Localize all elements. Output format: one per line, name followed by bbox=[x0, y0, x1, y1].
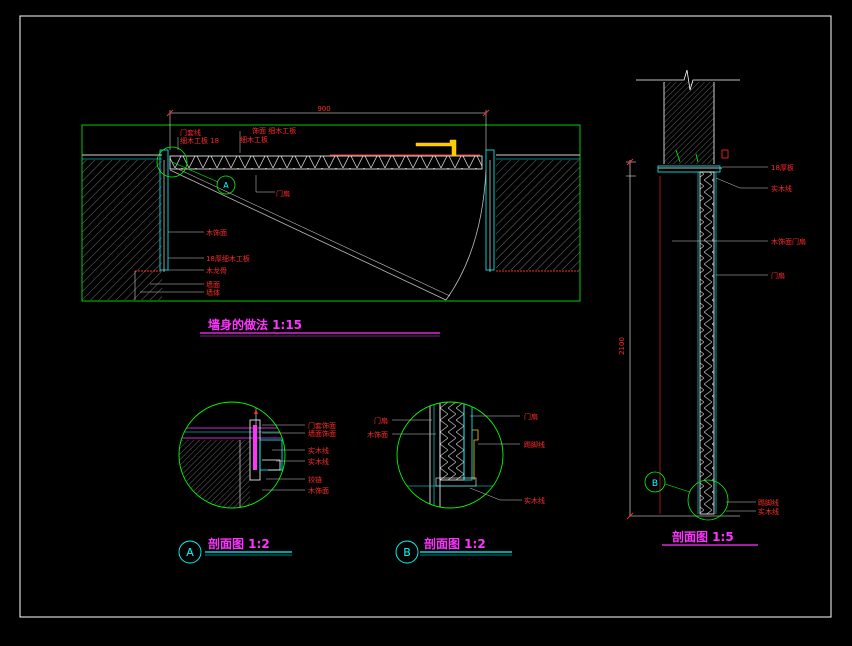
section-label-6: 实木线 bbox=[758, 507, 779, 516]
section-title: 剖面图 1:5 bbox=[672, 529, 734, 544]
plan-label-top2: 细木工板 bbox=[240, 135, 268, 144]
detail-a: 门套饰面 墙面饰面 实木线 实木线 铰链 木饰面 A 剖面图 1:2 bbox=[178, 401, 336, 564]
plan-title: 墙身的做法 1:15 bbox=[208, 317, 302, 332]
detail-a-circle bbox=[178, 401, 286, 509]
break-line-icon bbox=[636, 69, 740, 91]
detail-a-label-4: 实木线 bbox=[308, 457, 329, 466]
detail-b-label-5: 实木线 bbox=[524, 496, 545, 505]
section-callout-circle-b bbox=[687, 479, 729, 521]
detail-b-circle bbox=[396, 401, 504, 509]
vertical-section: 2100 B 18厚板 实木线 木饰面门扇 门扇 踢脚线 实木线 剖面图 1:5 bbox=[618, 69, 806, 546]
plan-callout-circle-a bbox=[156, 146, 188, 178]
door-leaf-open bbox=[169, 169, 447, 301]
detail-a-label-2: 墙面饰面 bbox=[308, 429, 336, 438]
section-label-1: 18厚板 bbox=[771, 163, 794, 172]
section-marker-b: B bbox=[652, 479, 658, 489]
detail-b: 门扇 木饰面 门扇 踢脚线 实木线 B 剖面图 1:2 bbox=[367, 401, 545, 564]
detail-b-label-1: 门扇 bbox=[374, 416, 388, 425]
plan-label-left5: 墙体 bbox=[206, 288, 220, 297]
drawing-frame bbox=[19, 15, 832, 618]
section-height-dimension: 2100 bbox=[618, 337, 626, 355]
plan-label-left3: 木龙骨 bbox=[206, 266, 227, 275]
plan-label-top1: 饰面 细木工板 bbox=[252, 126, 296, 135]
detail-b-label-2: 木饰面 bbox=[367, 430, 388, 439]
detail-a-caption-letter: A bbox=[186, 546, 194, 559]
section-door-leaf bbox=[699, 171, 715, 515]
plan-view: 900 A 门套线 细木工板 18 饰面 细木工板 细木工板 门扇 木饰面 18… bbox=[81, 105, 581, 337]
plan-label-left-top1: 门套线 bbox=[180, 128, 201, 137]
plan-marker-a: A bbox=[223, 181, 229, 190]
section-label-2: 实木线 bbox=[771, 184, 792, 193]
detail-a-caption-circle bbox=[178, 540, 202, 564]
detail-a-label-1: 门套饰面 bbox=[308, 421, 336, 430]
detail-b-caption: 剖面图 1:2 bbox=[424, 536, 486, 551]
detail-a-caption: 剖面图 1:2 bbox=[208, 536, 270, 551]
detail-b-caption-letter: B bbox=[403, 546, 411, 559]
wall-left bbox=[82, 160, 162, 300]
section-label-4: 门扇 bbox=[771, 271, 785, 280]
door-swing-arc bbox=[445, 169, 487, 301]
detail-a-label-3: 实木线 bbox=[308, 446, 329, 455]
plan-label-door-leaf: 门扇 bbox=[276, 189, 290, 198]
plan-label-left-top2: 细木工板 18 bbox=[180, 136, 219, 145]
plan-label-left1: 木饰面 bbox=[206, 228, 227, 237]
plan-label-left2: 18厚细木工板 bbox=[206, 254, 250, 263]
section-label-5: 踢脚线 bbox=[758, 498, 779, 507]
detail-a-label-5: 铰链 bbox=[308, 475, 322, 484]
wall-right bbox=[496, 160, 580, 270]
detail-a-label-6: 木饰面 bbox=[308, 486, 329, 495]
detail-b-caption-circle bbox=[395, 540, 419, 564]
plan-width-dimension: 900 bbox=[317, 105, 330, 113]
door-handle-icon bbox=[415, 139, 457, 157]
detail-b-label-4: 踢脚线 bbox=[524, 440, 545, 449]
detail-b-label-3: 门扇 bbox=[524, 412, 538, 421]
door-leaf-closed bbox=[169, 155, 483, 170]
plan-label-left4: 墙面 bbox=[206, 280, 220, 289]
section-label-3: 木饰面门扇 bbox=[771, 237, 806, 246]
